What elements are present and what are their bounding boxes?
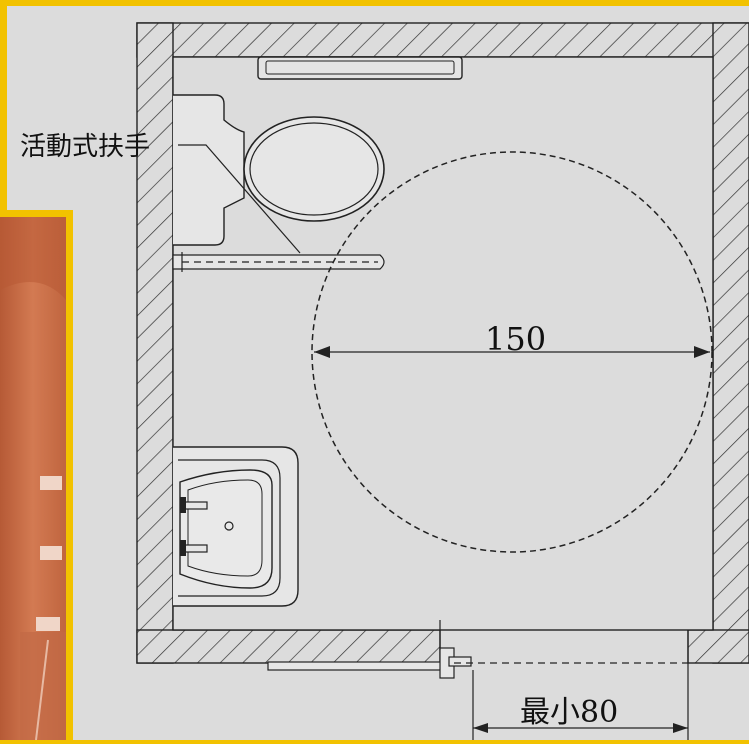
wall-grab-bar xyxy=(257,56,463,80)
door-width-label: 最小80 xyxy=(520,695,618,730)
handrail-label: 活動式扶手 xyxy=(20,132,150,162)
door-width-dimension xyxy=(472,630,689,740)
wash-basin xyxy=(173,446,299,607)
movable-handrail xyxy=(172,252,385,272)
bathroom-photo xyxy=(0,210,73,741)
handrail-leader-line xyxy=(178,144,301,254)
turning-circle xyxy=(311,151,713,553)
sliding-door xyxy=(267,620,688,679)
turning-diameter-label: 150 xyxy=(485,320,546,358)
toilet xyxy=(173,94,385,246)
